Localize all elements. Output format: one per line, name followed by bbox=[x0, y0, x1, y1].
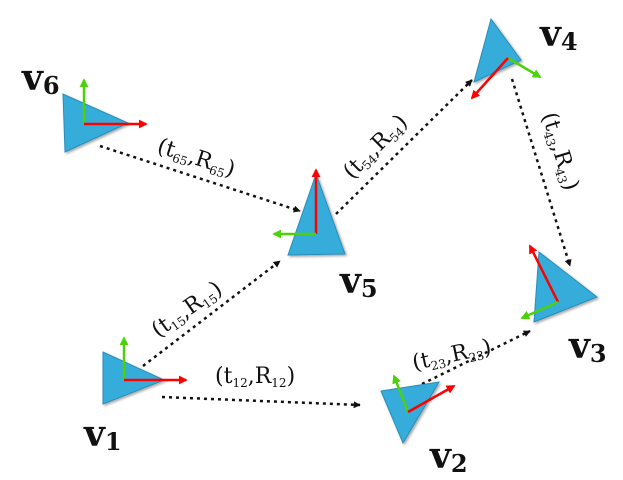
pose-v6 bbox=[62, 78, 148, 153]
vertex-label-v1: v1 bbox=[83, 413, 122, 456]
vertex-label-v4: v4 bbox=[539, 13, 578, 56]
edge-v4-v3 bbox=[510, 78, 572, 267]
vertex-label-v3: v3 bbox=[568, 325, 607, 368]
poses-group bbox=[62, 17, 598, 445]
edge-label-e23: (t23,R23) bbox=[410, 335, 494, 377]
pose-triangle-v1 bbox=[102, 351, 166, 405]
pose-v1 bbox=[102, 336, 188, 405]
edge-labels-group: (t12,R12) (t15,R15) (t65,R65) (t54,R54) … bbox=[147, 109, 584, 390]
axis-x-v3 bbox=[528, 244, 560, 303]
vertex-label-v5: v5 bbox=[339, 260, 378, 303]
edge-v5-v4 bbox=[335, 79, 473, 215]
edge-v1-v2 bbox=[161, 395, 361, 409]
vertex-label-v6: v6 bbox=[21, 57, 60, 100]
pose-v4 bbox=[470, 17, 542, 100]
edge-v2-v3 bbox=[421, 329, 531, 386]
pose-v2 bbox=[380, 374, 456, 445]
pose-triangle-v4 bbox=[473, 17, 522, 83]
axis-y-v2 bbox=[392, 374, 410, 413]
vertex-labels-group: v1 v2 v3 v4 v5 v6 bbox=[21, 13, 607, 478]
edge-v6-v5 bbox=[99, 144, 301, 213]
axis-y-v3 bbox=[520, 300, 559, 320]
edges-group bbox=[99, 78, 572, 409]
axis-x-v2 bbox=[407, 384, 456, 414]
pose-triangle-v2 bbox=[380, 381, 440, 445]
edge-label-e12: (t12,R12) bbox=[215, 364, 295, 390]
axis-x-v4 bbox=[470, 57, 509, 100]
pose-v3 bbox=[520, 244, 598, 323]
axis-y-v4 bbox=[507, 56, 542, 79]
pose-triangle-v3 bbox=[533, 251, 598, 323]
edge-v1-v5 bbox=[142, 260, 281, 367]
pose-v5 bbox=[272, 168, 346, 256]
vertex-label-v2: v2 bbox=[429, 435, 468, 478]
